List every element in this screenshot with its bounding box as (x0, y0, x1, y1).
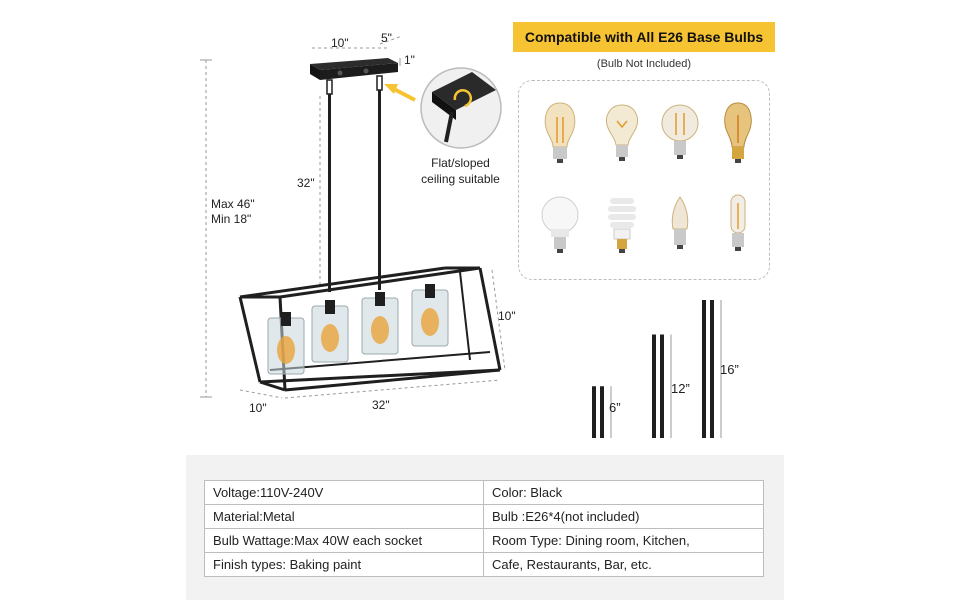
g25-bulb-icon (661, 104, 699, 159)
max-height-label: Max 46" (211, 197, 255, 211)
candle-bulb-icon (671, 196, 689, 249)
compatibility-subtitle: (Bulb Not Included) (596, 58, 692, 70)
extension-rod (592, 386, 612, 438)
canopy-depth-line (379, 35, 403, 45)
table-row: Voltage:110V-240V Color: Black (204, 480, 764, 505)
frame-length-line (284, 379, 501, 399)
table-row: Finish types: Baking paint Cafe, Restaur… (204, 552, 764, 577)
t10-bulb-icon (730, 194, 746, 251)
frame-depth-line (239, 389, 283, 399)
st58-amber-bulb-icon (724, 102, 752, 163)
hanging-rods (326, 75, 383, 292)
frame-height-line (491, 269, 506, 371)
table-row: Material:Metal Bulb :E26*4(not included) (204, 504, 764, 529)
min-height-label: Min 18" (211, 212, 252, 226)
ceiling-canopy (310, 58, 398, 80)
overall-height-label: Max 46" Min 18" (211, 197, 255, 227)
spec-table: Voltage:110V-240V Color: Black Material:… (204, 480, 764, 577)
spec-material: Material:Metal (204, 504, 484, 529)
rod-16-label: 16” (720, 362, 739, 377)
cfl-spiral-bulb-icon (608, 198, 636, 253)
compatibility-badge: Compatible with All E26 Base Bulbs (513, 22, 775, 52)
extension-rods (592, 300, 722, 438)
rod-6-label: 6” (609, 400, 621, 415)
overall-height-dimension (200, 59, 212, 398)
chandelier-diagram (200, 35, 506, 399)
ceiling-note: Flat/sloped ceiling suitable (408, 155, 513, 187)
bulb-panel (518, 80, 770, 280)
chain-length-label: 32" (297, 176, 315, 190)
spec-room-type: Room Type: Dining room, Kitchen, (483, 528, 764, 553)
spec-finish: Finish types: Baking paint (204, 552, 484, 577)
frame-length-label: 32" (372, 398, 390, 412)
canopy-depth-label: 5" (381, 31, 392, 45)
spec-room-type-cont: Cafe, Restaurants, Bar, etc. (483, 552, 764, 577)
st64-bulb-icon (544, 102, 576, 163)
ceiling-note-line1: Flat/sloped (431, 156, 490, 170)
spec-bulb: Bulb :E26*4(not included) (483, 504, 764, 529)
table-row: Bulb Wattage:Max 40W each socket Room Ty… (204, 528, 764, 553)
glass-shades (267, 284, 449, 375)
led-a19-bulb-icon (541, 196, 579, 253)
a19-filament-bulb-icon (606, 104, 638, 161)
extension-rod (702, 300, 722, 438)
extension-rod (652, 334, 672, 438)
spec-color: Color: Black (483, 480, 764, 505)
frame-height-label: 10" (498, 309, 516, 323)
rod-12-label: 12” (671, 381, 690, 396)
ceiling-note-line2: ceiling suitable (421, 172, 500, 186)
lamp-frame (238, 266, 502, 392)
spec-voltage: Voltage:110V-240V (204, 480, 484, 505)
canopy-width-label: 10" (331, 36, 349, 50)
sloped-ceiling-detail (420, 67, 502, 149)
spec-wattage: Bulb Wattage:Max 40W each socket (204, 528, 484, 553)
frame-depth-label: 10" (249, 401, 267, 415)
canopy-height-label: 1" (404, 53, 415, 67)
arrow-icon (384, 84, 416, 102)
